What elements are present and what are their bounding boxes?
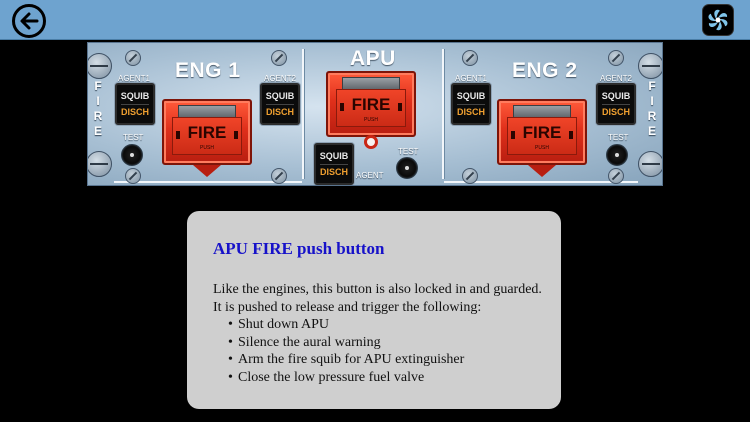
panel-rule — [114, 181, 302, 183]
screw-icon — [638, 151, 662, 177]
screw-icon — [462, 168, 478, 184]
screw-icon — [608, 168, 624, 184]
eng1-fire-push-button[interactable]: FIRE PUSH — [162, 99, 252, 165]
info-body: Like the engines, this button is also lo… — [213, 281, 543, 386]
eng1-test-label: TEST — [123, 133, 144, 142]
eng2-agent2-label: AGENT2 — [600, 74, 633, 83]
apu-fire-push-button[interactable]: FIRE PUSH — [326, 71, 416, 137]
screw-icon — [271, 50, 287, 66]
info-card[interactable]: APU FIRE push button Like the engines, t… — [187, 211, 561, 409]
screw-icon — [608, 50, 624, 66]
eng1-agent2-squib-disch-button[interactable]: SQUIB DISCH — [260, 83, 300, 125]
eng2-test-label: TEST — [608, 133, 629, 142]
info-intro: Like the engines, this button is also lo… — [213, 282, 542, 315]
top-bar — [0, 0, 750, 40]
eng2-fire-push-button[interactable]: FIRE PUSH — [497, 99, 587, 165]
screw-icon — [462, 50, 478, 66]
eng1-fire-guard-tab — [193, 165, 221, 177]
fan-logo-icon — [708, 9, 728, 31]
eng2-title: ENG 2 — [512, 59, 578, 82]
apu-squib-disch-button[interactable]: SQUIB DISCH — [314, 143, 354, 185]
list-item: Shut down APU — [228, 316, 543, 334]
apu-title: APU — [350, 47, 396, 70]
eng1-test-button[interactable] — [121, 144, 143, 166]
panel-divider — [302, 49, 304, 179]
list-item: Silence the aural warning — [228, 334, 543, 352]
screw-icon — [125, 50, 141, 66]
panel-rule — [444, 181, 638, 183]
eng1-title: ENG 1 — [175, 59, 241, 82]
apu-test-label: TEST — [398, 147, 419, 156]
eng2-agent1-squib-disch-button[interactable]: SQUIB DISCH — [451, 83, 491, 125]
screw-icon — [638, 53, 662, 79]
apu-agent-label: AGENT — [356, 171, 384, 180]
app-logo-button[interactable] — [702, 4, 734, 36]
screw-icon — [88, 151, 112, 177]
list-item: Close the low pressure fuel valve — [228, 369, 543, 387]
screw-icon — [125, 168, 141, 184]
back-arrow-icon — [20, 12, 39, 30]
apu-test-button[interactable] — [396, 157, 418, 179]
screw-icon — [271, 168, 287, 184]
info-title: APU FIRE push button — [213, 239, 385, 258]
list-item: Arm the fire squib for APU extinguisher — [228, 351, 543, 369]
eng1-agent2-label: AGENT2 — [264, 74, 297, 83]
eng2-fire-guard-tab — [528, 165, 556, 177]
eng1-agent1-label: AGENT1 — [118, 74, 151, 83]
eng2-agent2-squib-disch-button[interactable]: SQUIB DISCH — [596, 83, 636, 125]
back-button[interactable] — [12, 4, 46, 38]
apu-guard-ring — [364, 135, 378, 149]
screw-icon — [88, 53, 112, 79]
eng1-agent1-squib-disch-button[interactable]: SQUIB DISCH — [115, 83, 155, 125]
panel-divider — [442, 49, 444, 179]
eng2-agent1-label: AGENT1 — [455, 74, 488, 83]
eng2-test-button[interactable] — [606, 144, 628, 166]
info-bullet-list: Shut down APU Silence the aural warning … — [213, 316, 543, 386]
